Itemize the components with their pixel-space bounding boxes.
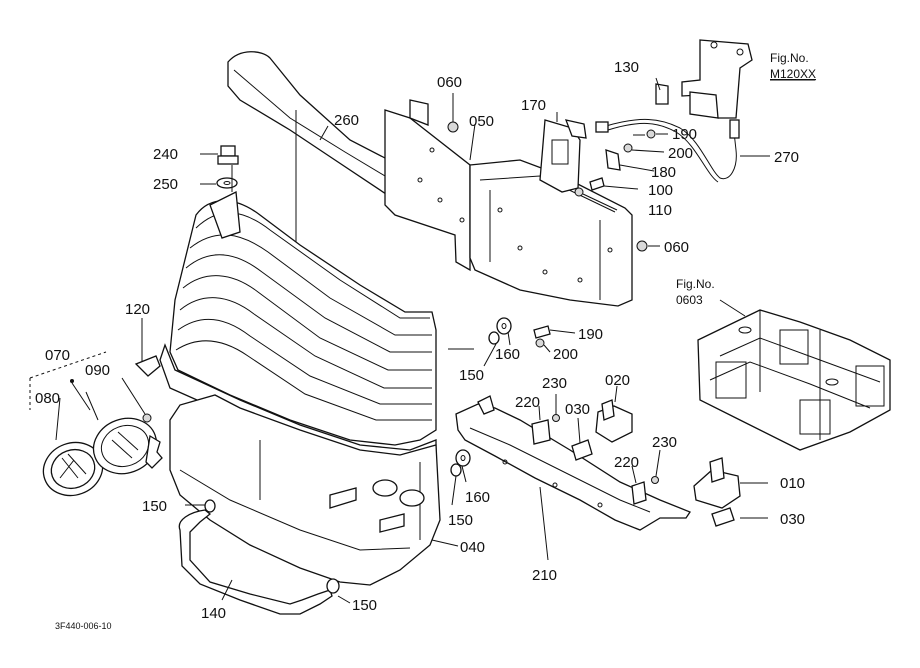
nut-part-200-upper	[623, 143, 633, 153]
emblem-part-080	[42, 441, 104, 497]
fig-ref-top-label: Fig.No.	[770, 51, 809, 65]
callout-240: 240	[153, 146, 178, 163]
drawing-code: 3F440-006-10	[55, 621, 112, 631]
fig-ref-right-value: 0603	[676, 293, 703, 307]
callout-230-upper: 230	[542, 375, 567, 392]
washer-part-190-upper	[646, 129, 656, 139]
callout-020: 020	[605, 372, 630, 389]
callout-270: 270	[774, 149, 799, 166]
callout-010: 010	[780, 475, 805, 492]
callout-130: 130	[614, 59, 639, 76]
callout-080: 080	[35, 390, 60, 407]
callout-150-left: 150	[142, 498, 167, 515]
callout-160-lower: 160	[465, 489, 490, 506]
front-bracket-part-110	[469, 159, 633, 307]
washer-part-250	[216, 177, 238, 189]
bolt-part-190-mid	[533, 325, 551, 339]
clip-part-120	[134, 318, 161, 377]
chassis-frame-reference	[697, 309, 891, 451]
callout-220-lower: 220	[614, 454, 639, 471]
callout-150-midright: 150	[448, 512, 473, 529]
bracket-part-010	[693, 457, 741, 509]
callout-060-upper: 060	[437, 74, 462, 91]
nut-part-060-upper	[447, 121, 459, 133]
washer-part-160-lower	[455, 449, 471, 467]
washer-part-180	[605, 149, 621, 171]
front-panel-part-040	[169, 394, 441, 586]
callout-190-upper: 190	[672, 126, 697, 143]
callout-120: 120	[125, 301, 150, 318]
bolt-part-030-mid	[571, 439, 593, 461]
washer-part-160-upper	[496, 317, 512, 335]
callout-250: 250	[153, 176, 178, 193]
callout-260: 260	[334, 112, 359, 129]
bracket-part-220-upper	[531, 414, 560, 445]
fig-ref-top-value: M120XX	[770, 67, 816, 81]
callout-200-mid: 200	[553, 346, 578, 363]
bolt-part-030-right	[711, 507, 735, 527]
washer-part-150-upper	[488, 331, 500, 345]
callout-labels: 060 050 260 170 130 190 200 270 180 100 …	[35, 51, 816, 631]
callout-150-upper: 150	[459, 367, 484, 384]
emblem-holder-part-090	[92, 417, 163, 475]
fig-ref-right-label: Fig.No.	[676, 277, 715, 291]
horn-bracket-part-130	[655, 39, 753, 119]
callout-030-mid: 030	[565, 401, 590, 418]
callout-050: 050	[469, 113, 494, 130]
small-bracket-part-170	[539, 119, 587, 193]
callout-180: 180	[651, 164, 676, 181]
bracket-part-020	[595, 399, 633, 443]
callout-140: 140	[201, 605, 226, 622]
bracket-part-220-lower	[631, 476, 659, 505]
callout-170: 170	[521, 97, 546, 114]
callout-210: 210	[532, 567, 557, 584]
guard-rod-part-140	[178, 499, 340, 615]
nut-part-060-right	[636, 240, 648, 252]
bottom-bracket-part-210	[455, 395, 691, 531]
callout-200-upper: 200	[668, 145, 693, 162]
callout-110: 110	[648, 202, 672, 219]
callout-150-bottom: 150	[352, 597, 377, 614]
bolt-part-240	[217, 145, 239, 165]
callout-100: 100	[648, 182, 673, 199]
callout-030-right: 030	[780, 511, 805, 528]
wire-harness-part-270	[595, 118, 740, 183]
callout-160-upper: 160	[495, 346, 520, 363]
bracket-plate-part-050	[384, 99, 471, 272]
washer-part-200-mid	[535, 338, 545, 348]
callout-230-lower: 230	[652, 434, 677, 451]
callout-040: 040	[460, 539, 485, 556]
washer-part-150-lower	[450, 463, 462, 477]
callout-090: 090	[85, 362, 110, 379]
emblem-assembly-part-070	[29, 351, 163, 497]
leader-lines	[55, 77, 770, 604]
callout-190-mid: 190	[578, 326, 603, 343]
callout-060-right: 060	[664, 239, 689, 256]
callout-070: 070	[45, 347, 70, 364]
callout-220-upper: 220	[515, 394, 540, 411]
